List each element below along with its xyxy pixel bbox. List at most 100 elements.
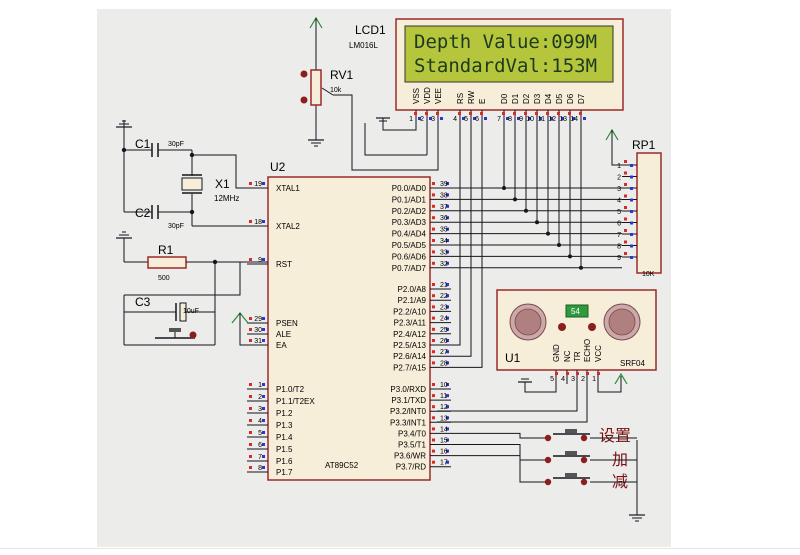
mcu-right-pin-name: P2.4/A12 [393, 330, 426, 339]
mcu-pin-marker [262, 455, 265, 458]
lcd-pin-name: D2 [522, 93, 531, 104]
sensor-pin-number: 5 [550, 376, 554, 383]
mcu-pin-marker [432, 227, 435, 231]
ea-power-connection [231, 312, 268, 346]
mcu-pin-marker [446, 204, 449, 208]
mcu-right-pin-group: 39P0.0/AD038P0.1/AD137P0.2/AD236P0.3/AD3… [390, 123, 622, 472]
mcu-left-pin-number: 18 [254, 219, 262, 226]
lcd-line-1: Depth Value:099M [414, 31, 597, 53]
mcu-left-pin-number: 3 [258, 406, 262, 413]
lcd-control-wire [451, 123, 472, 357]
sensor-pin-number: 2 [581, 376, 585, 383]
lcd-pin-number: 9 [519, 116, 523, 123]
lcd-pin-name: D5 [555, 93, 564, 104]
mcu-pin-marker [432, 216, 435, 220]
mcu-pin-marker [249, 258, 252, 261]
mcu-right-pin-name: P2.5/A13 [393, 341, 426, 350]
mcu-right-pin-name: P3.1/TXD [391, 396, 426, 405]
lcd-pin-marker [418, 117, 421, 120]
mcu-pin-marker [446, 394, 449, 398]
rp1-pin-marker [630, 233, 633, 236]
rp1-pin-marker [630, 187, 633, 190]
mcu-pin-marker [446, 339, 449, 342]
rp1-ref: RP1 [632, 138, 656, 152]
button-terminal [580, 478, 588, 486]
mcu-part: AT89C52 [325, 461, 359, 470]
rp1-pin-number: 4 [617, 198, 621, 205]
lcd-pin-marker [579, 112, 582, 115]
rp1-pin-marker [630, 256, 633, 259]
button-terminal [544, 456, 552, 464]
mcu-pin-marker [432, 339, 435, 342]
mcu-right-pin-name: P3.5/T1 [398, 441, 427, 450]
sensor-ref: U1 [505, 351, 521, 365]
reset-circuit: R1 500 C3 10uF [116, 231, 268, 346]
mcu-pin-marker [446, 405, 449, 409]
junction-dot [579, 265, 583, 270]
mcu-right-pin-name: P3.4/T0 [398, 429, 427, 438]
lcd-pin-number: 3 [431, 116, 435, 123]
mcu-right-pin-number: 32 [440, 261, 448, 268]
rp1-pin-marker [630, 164, 633, 167]
rp1-pin-marker [624, 252, 627, 255]
mcu-right-pin-number: 34 [440, 238, 448, 245]
lcd-pin-number: 5 [464, 116, 468, 123]
r1-body [147, 256, 187, 269]
mcu-left-pin-name: XTAL2 [276, 222, 300, 231]
oscillator-circuit: C1 30pF C2 30pF X1 12MHz [116, 120, 268, 230]
bottom-divider [0, 548, 800, 549]
mcu-right-pin-number: 22 [440, 293, 448, 300]
sensor-pin-name: NC [563, 350, 572, 362]
mcu-right-pin-name: P0.7/AD7 [392, 264, 427, 273]
mcu-left-pin-number: 9 [258, 257, 262, 264]
button-terminal [580, 456, 588, 464]
mcu-left-pin-name: RST [276, 260, 292, 269]
mcu-left-pin-number: 4 [258, 418, 262, 425]
button-wire [451, 432, 548, 439]
mcu-right-pin-number: 38 [440, 192, 448, 199]
rp1-pin-marker [624, 217, 627, 221]
lcd-pin-marker [568, 112, 571, 115]
mcu-pin-marker [262, 258, 265, 261]
button-terminal [544, 434, 552, 442]
mcu-pin-marker [446, 305, 449, 309]
lcd-pin-number: 11 [538, 116, 545, 123]
rp1-pin-number: 5 [617, 209, 621, 216]
mcu-right-pin-number: 23 [440, 304, 448, 311]
lcd-pin-marker [458, 112, 461, 115]
mcu-right-pin-number: 33 [440, 249, 448, 256]
mcu-pin-marker [446, 361, 449, 365]
lcd-pin-name: D0 [500, 93, 509, 104]
lcd-pin-name: RS [456, 93, 465, 104]
mcu-pin-marker [432, 394, 435, 398]
mcu-left-pin-name: P1.3 [276, 421, 293, 430]
mcu-pin-marker [432, 182, 435, 185]
sensor-pin-marker [597, 372, 600, 375]
sensor-pin-name: GND [552, 344, 561, 362]
sensor-display-value: 54 [571, 307, 580, 316]
mcu-left-pin-number: 31 [254, 338, 262, 345]
mcu-right-pin-name: P2.0/A8 [398, 285, 427, 294]
reset-button-indicator [189, 331, 197, 339]
mcu-right-pin-number: 28 [440, 360, 448, 367]
mcu-pin-marker [446, 227, 449, 231]
mcu-left-pin-number: 2 [258, 394, 262, 401]
r1-ref: R1 [158, 243, 174, 257]
rp1-pin-number: 6 [617, 221, 621, 228]
mcu-right-pin-name: P0.2/AD2 [392, 207, 427, 216]
mcu-pin-marker [262, 466, 265, 469]
xtal1-wire [192, 154, 268, 189]
mcu-right-pin-name: P0.5/AD5 [392, 241, 427, 250]
mcu-right-pin-number: 37 [440, 204, 448, 211]
lcd-pin-name: D7 [577, 93, 586, 104]
button-cap [565, 429, 577, 433]
mcu-left-pin-name: P1.2 [276, 409, 293, 418]
mcu-pin-marker [446, 350, 449, 354]
lcd-screen [404, 25, 614, 83]
keypad-buttons: 设置 加 减 [451, 426, 645, 522]
rv1-knob-bottom [300, 96, 308, 104]
lcd-pin-marker [436, 112, 439, 115]
mcu-pin-marker [446, 438, 449, 442]
